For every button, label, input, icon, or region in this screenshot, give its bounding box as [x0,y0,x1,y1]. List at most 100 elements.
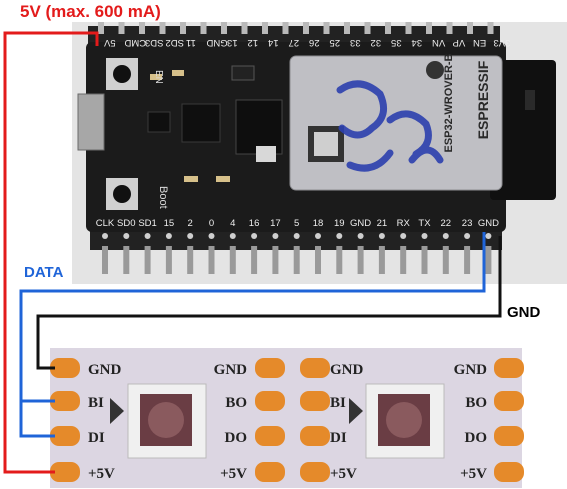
bottom-pin-pad [336,233,343,239]
led-1-direction-arrow [110,398,124,424]
top-pin [118,22,125,34]
top-pin [241,22,248,34]
bottom-pin-label: 19 [334,218,345,229]
small-chip [147,111,171,133]
smd-component [216,176,230,182]
bottom-pin-pad [187,233,194,239]
en-button-label: EN [153,70,164,84]
led-2-direction-arrow [349,398,363,424]
bottom-pin-label: GND [478,218,499,229]
qr-code-inner [314,132,338,156]
bottom-pin-pad [400,233,407,239]
ground-wire [36,236,502,370]
bottom-pin [400,246,407,274]
smd-component [172,70,184,76]
bottom-pin [485,246,492,274]
strip-pad [255,462,285,482]
smd-component [150,74,162,80]
top-pin-label: VN [432,37,445,48]
bottom-pin-pad [421,233,428,239]
top-pin-label: 12 [248,37,259,48]
top-pin [139,22,145,34]
power-label: 5V (max. 600 mA) [20,2,161,21]
bottom-pin-pad [293,233,300,239]
power-wire [3,31,99,474]
top-pin [487,22,494,34]
top-pin-label: 25 [330,37,341,48]
strip-pad-label: +5V [330,466,357,482]
strip-pad-label: GND [330,362,364,378]
bottom-pin-label: CLK [96,218,115,229]
led-2-lens [386,402,422,438]
bottom-pin-label: 23 [462,218,473,229]
bottom-pin [165,246,172,274]
strip-pad-label: DI [88,430,105,446]
top-pin [180,22,186,34]
bottom-pin-label: 5 [294,218,299,229]
strip-pad [300,462,330,482]
antenna-trace [525,90,535,110]
bottom-pin-label: SD0 [117,218,135,229]
smd-component [231,65,255,81]
boot-button-cap [113,185,131,203]
bottom-pin-pad [464,233,471,239]
bottom-pin-pad [123,233,130,239]
usb-uart-chip [181,103,221,143]
bottom-pin-pad [144,233,151,239]
module-brand: ESPRESSIF [475,60,491,139]
top-pin-label: 35 [391,37,402,48]
top-pin [98,22,104,34]
strip-pad [50,462,80,482]
top-pin-label: EN [473,37,486,48]
bottom-pin-label: 2 [188,218,193,229]
top-pin-label: 13 [227,37,238,48]
bottom-pin-label: 22 [441,218,452,229]
bottom-pin [421,246,428,274]
strip-pad-label: +5V [460,466,487,482]
strip-pad-label: +5V [88,466,115,482]
bottom-pin-pad [102,233,108,239]
top-pin [467,22,473,34]
strip-pad [494,462,524,482]
bottom-pin-label: 0 [209,218,214,229]
strip-pad [494,358,524,378]
top-pin-label: 34 [412,37,423,48]
top-pin-label: 5V [103,37,115,48]
bottom-pin-pad [357,233,364,239]
antenna [490,60,556,200]
top-pin-label: SD3 [145,37,163,48]
espressif-logo [426,61,444,79]
bottom-pin [272,246,279,274]
top-pin [159,22,166,34]
bottom-pin [442,246,449,274]
top-pin-label: 14 [268,37,279,48]
marker-scribble [336,80,444,172]
bottom-pin-label: SD1 [138,218,156,229]
bottom-pin [293,246,300,274]
strip-pad-label: BI [330,395,346,411]
strip-pad [300,426,330,446]
ground-label: GND [507,304,541,321]
voltage-regulator [235,99,283,155]
bottom-pin-pad [251,233,258,239]
smd-component [184,176,198,182]
bottom-pin [315,246,321,274]
top-pin [282,22,289,34]
bottom-pin-label: 15 [164,218,175,229]
strip-pad [255,426,285,446]
top-pin [262,22,268,34]
top-pin [446,22,453,34]
bottom-pin [378,246,385,274]
bottom-pin [144,246,151,274]
bottom-pin-label: RX [397,218,411,229]
bottom-pin-pad [165,233,172,239]
top-pin [405,22,412,34]
top-pin [323,22,330,34]
top-pin-label: CMD [124,37,146,48]
usb-connector [77,93,105,151]
bottom-pin [123,246,130,274]
bottom-pin-pad [378,233,385,239]
